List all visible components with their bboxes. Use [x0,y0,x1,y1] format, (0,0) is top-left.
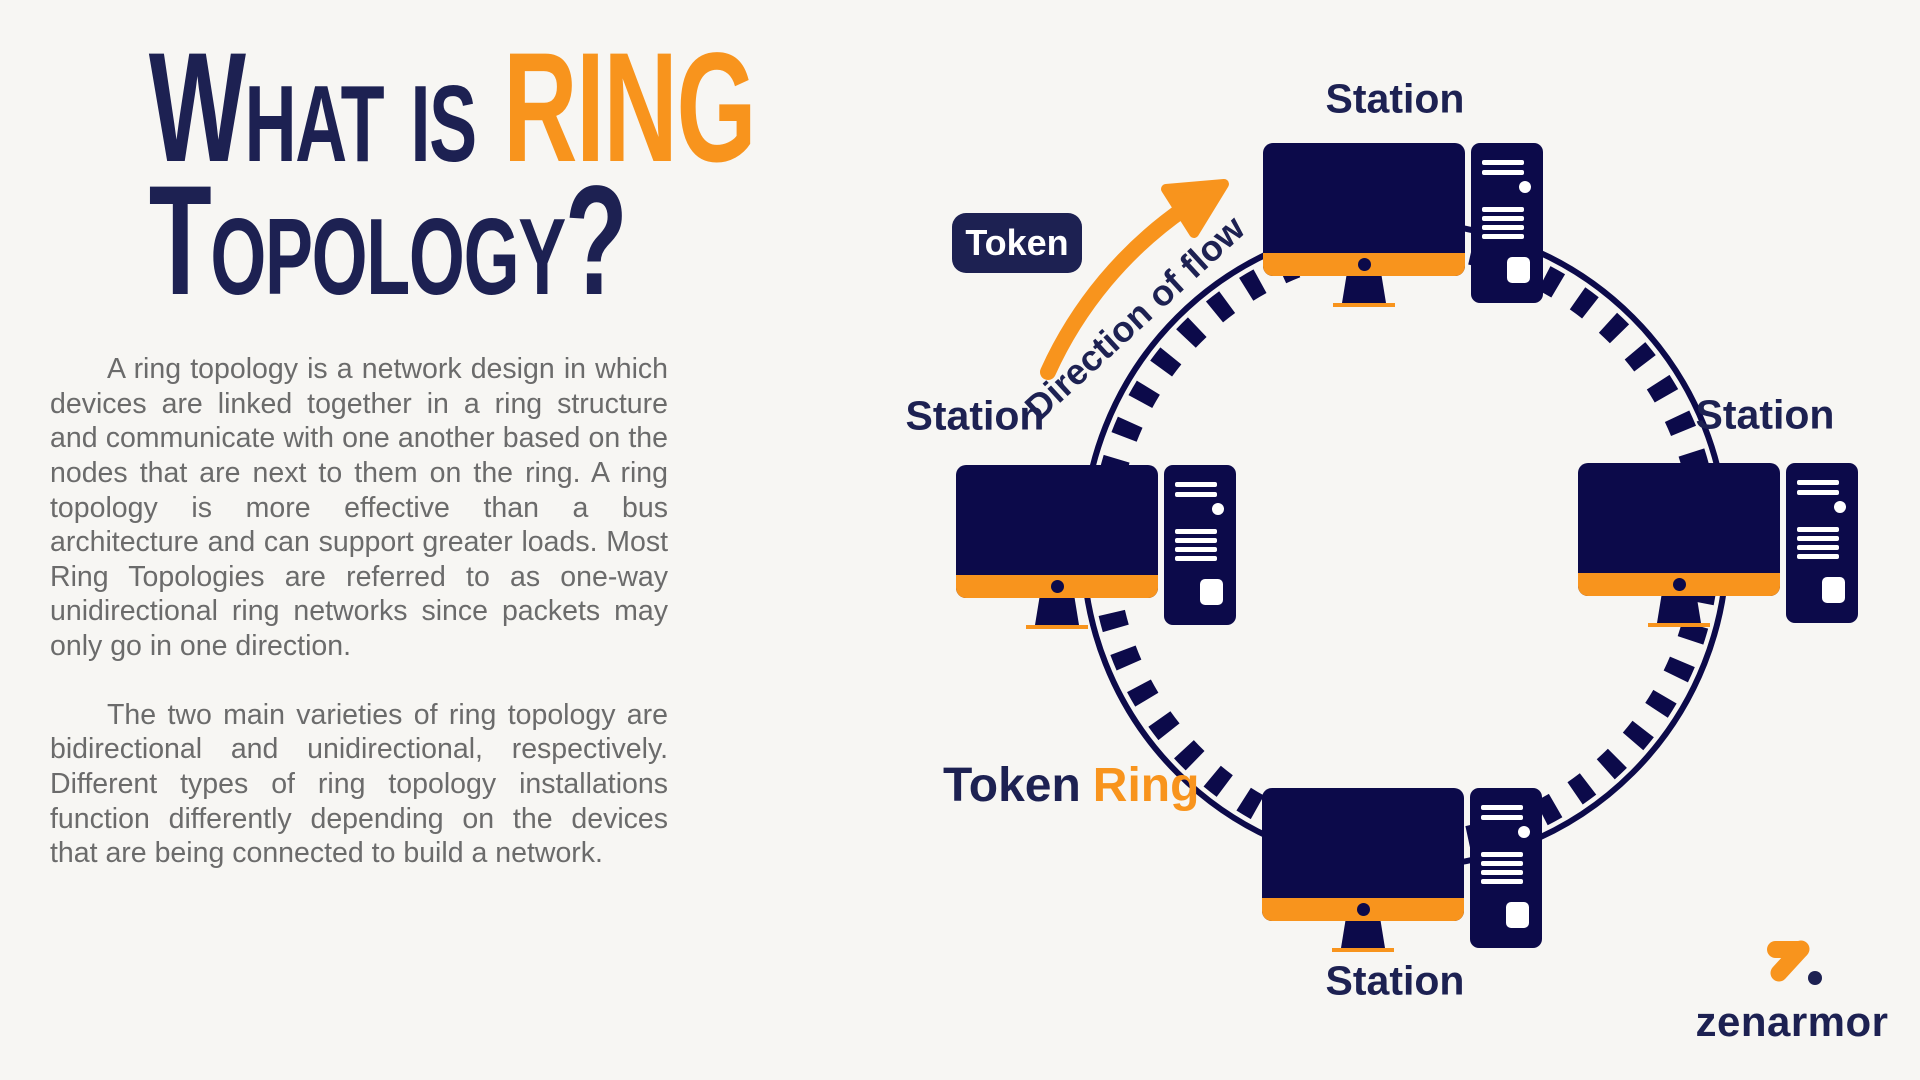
monitor-icon [956,465,1158,630]
token-badge: Token [952,213,1082,273]
page-title: What is RING Topology? [148,30,757,328]
tower-icon [1470,788,1542,948]
tower-icon [1786,463,1858,623]
token-ring-word-ring: Ring [1092,759,1200,812]
flow-arrow [1040,200,1193,380]
title-prefix: What is [148,21,504,195]
tower-icon [1164,465,1236,625]
station-label-top: Station [1325,75,1465,122]
zenarmor-logo: zenarmor [1672,938,1912,1046]
zenarmor-logo-icon [1767,940,1822,985]
zenarmor-wordmark: zenarmor [1695,998,1889,1045]
station-label-right: Station [1695,391,1835,438]
station-computer-top [1263,143,1543,308]
tower-icon [1471,143,1543,303]
station-label-left: Station [905,392,1045,439]
title-line-1: What is RING [149,30,757,186]
monitor-icon [1262,788,1464,953]
flow-arrow-head [1161,179,1229,238]
station-computer-left [956,465,1236,630]
station-label-bottom: Station [1325,957,1465,1004]
description-text: A ring topology is a network design in w… [50,352,668,871]
monitor-icon [1263,143,1465,308]
title-accent: RING [503,21,756,195]
station-computer-bottom [1262,788,1542,953]
paragraph-1: A ring topology is a network design in w… [50,353,668,662]
monitor-icon [1578,463,1780,628]
paragraph-2: The two main varieties of ring topology … [50,698,668,870]
token-ring-word-token: Token [943,759,1081,812]
title-line-2: Topology? [148,153,628,328]
station-computer-right [1578,463,1858,628]
